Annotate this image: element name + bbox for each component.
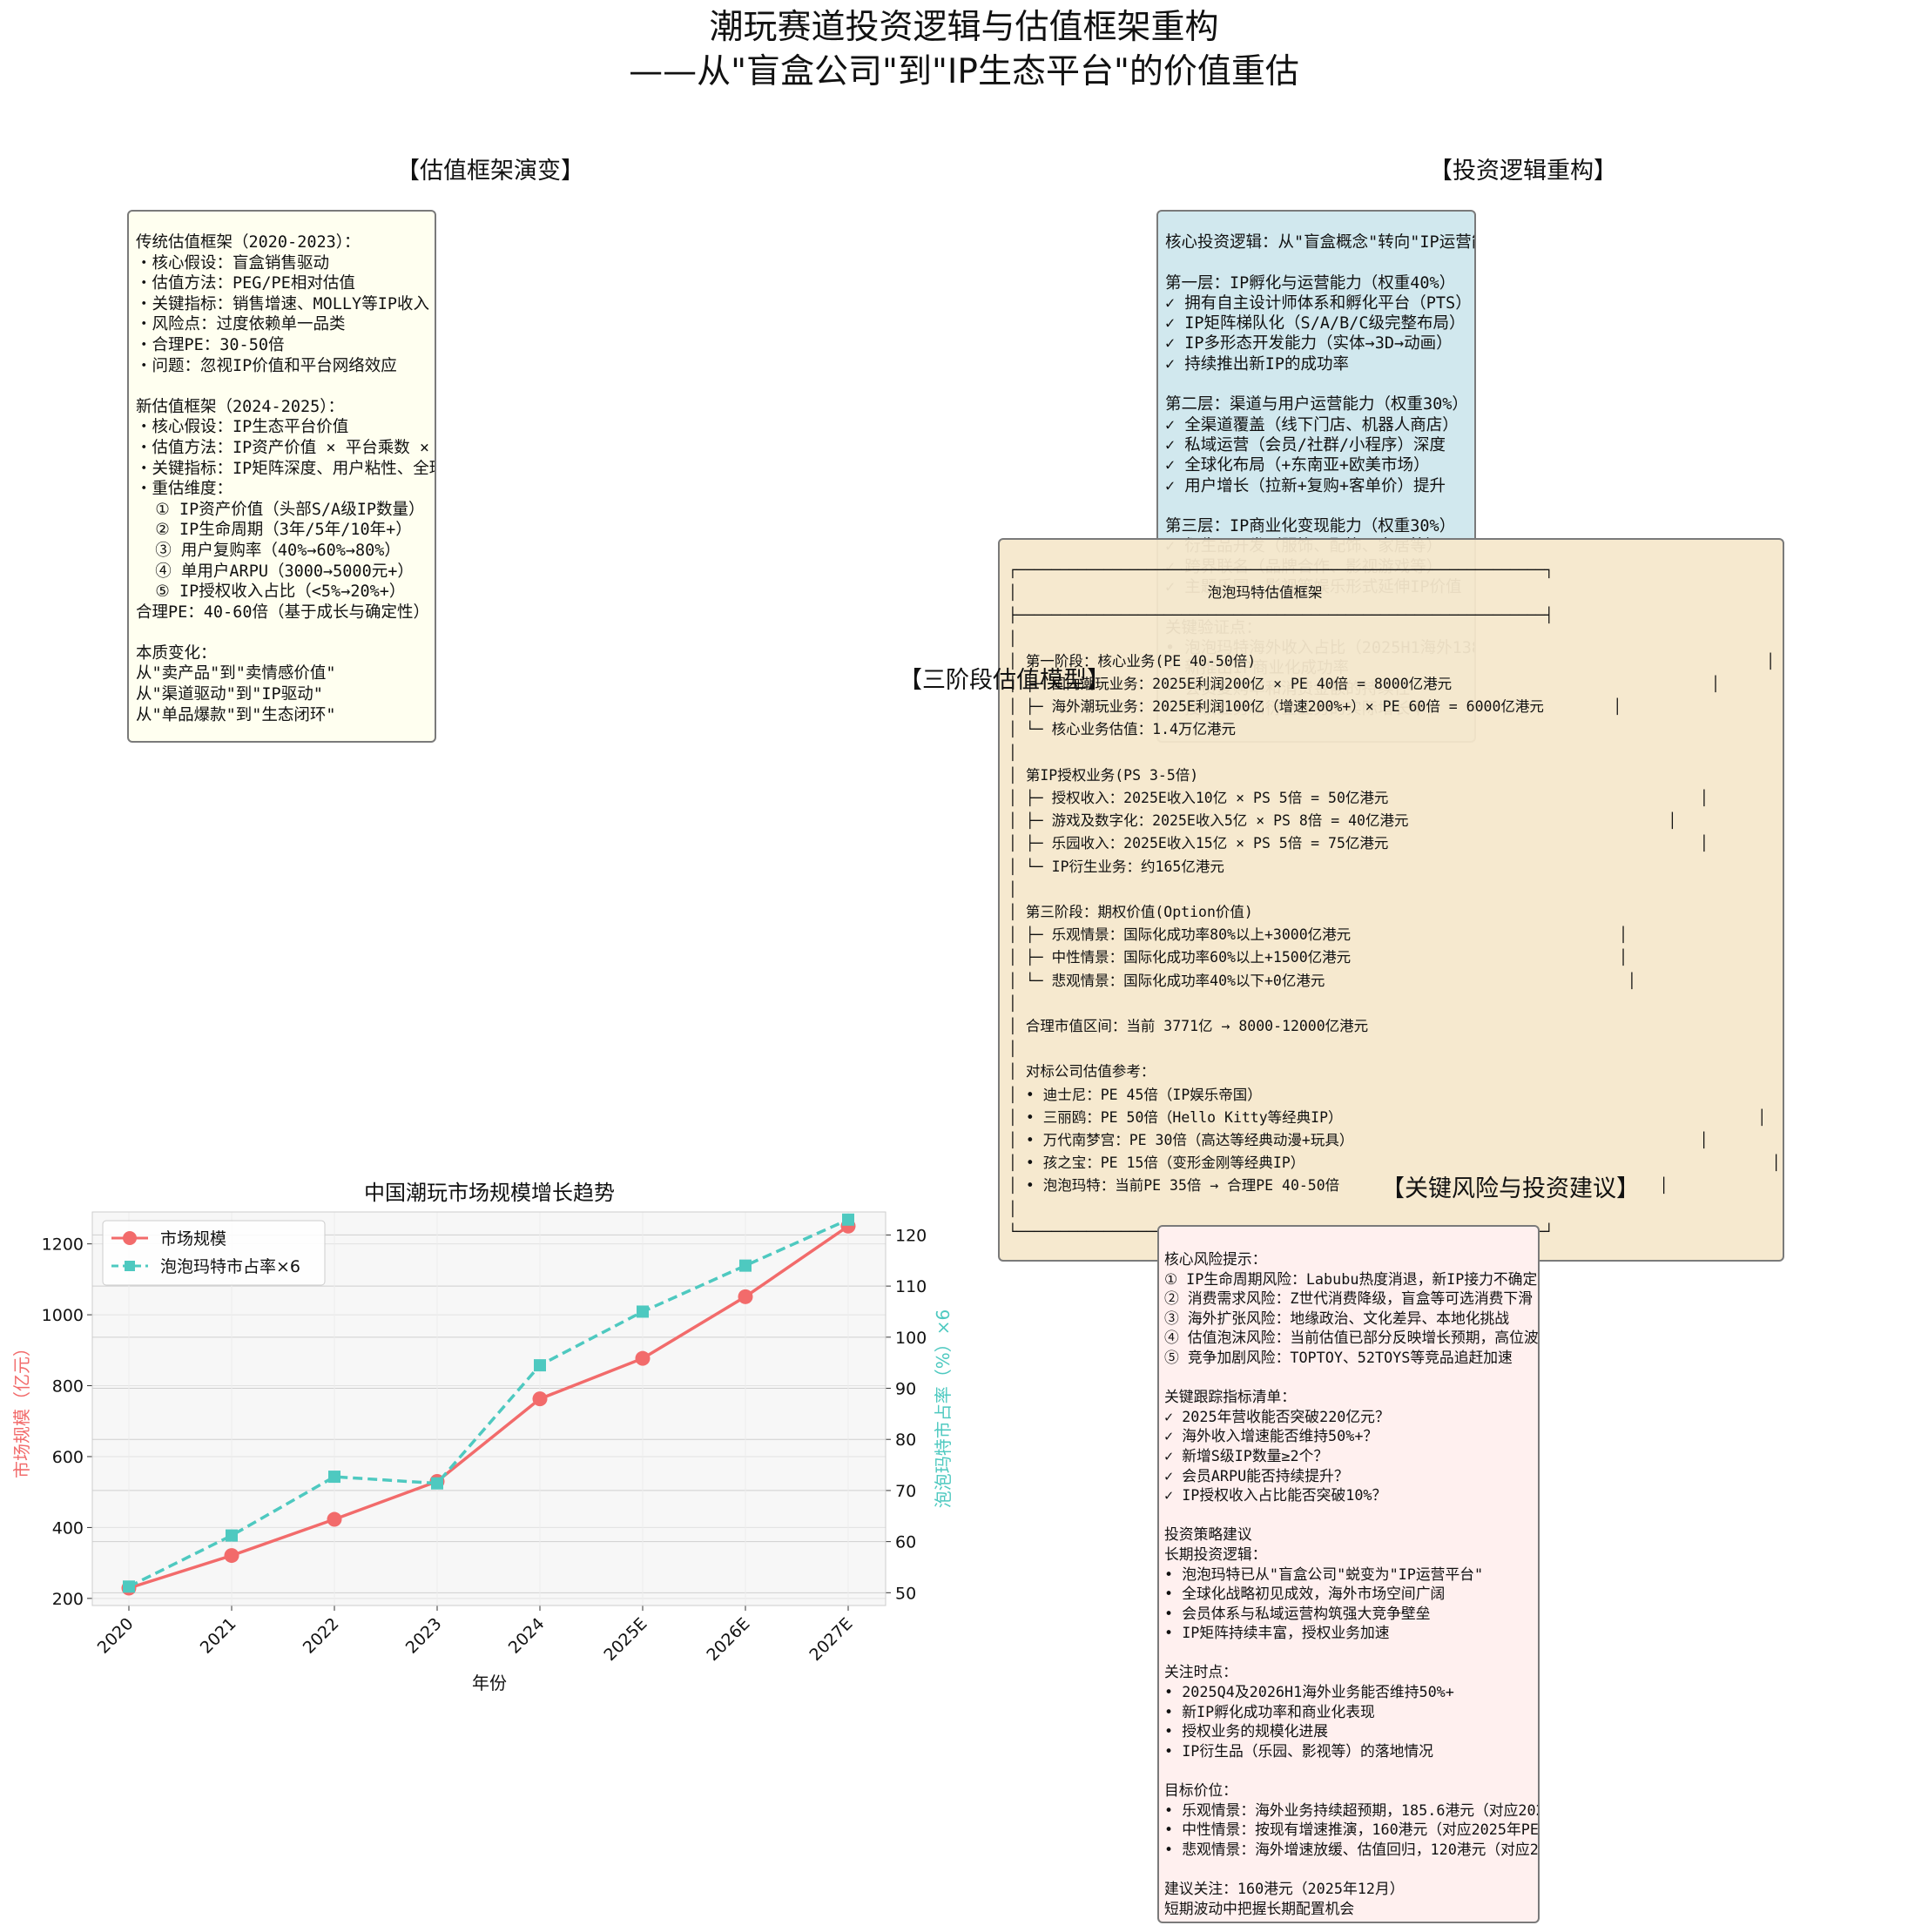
left-tick-label: 1200 (42, 1235, 84, 1255)
left-tick-label: 600 (52, 1448, 84, 1467)
right-tick-label: 80 (895, 1430, 916, 1450)
data-point-share (637, 1305, 649, 1318)
legend-label-market-size: 市场规模 (160, 1229, 226, 1249)
left-tick-label: 400 (52, 1518, 84, 1538)
x-tick-label: 2020 (94, 1614, 138, 1658)
left-tick-label: 1000 (42, 1306, 84, 1325)
right-y-axis-label: 泡泡玛特市占率（%）×6 (933, 1309, 954, 1509)
right-tick-label: 120 (895, 1226, 927, 1245)
left-tick-label: 200 (52, 1590, 84, 1609)
right-tick-label: 100 (895, 1329, 927, 1348)
legend: 市场规模 泡泡玛特市占率×6 (102, 1220, 326, 1286)
plot-frame (91, 1211, 886, 1606)
data-point-market-size (738, 1289, 753, 1304)
risk-text-box: 核心风险提示： ① IP生命周期风险：Labubu热度消退，新IP接力不确定 ②… (1157, 1225, 1540, 1923)
legend-box (102, 1220, 326, 1286)
x-tick-label: 2023 (402, 1614, 446, 1658)
legend-marker-share (125, 1261, 135, 1271)
x-tick-label: 2024 (505, 1614, 549, 1658)
data-point-share (123, 1580, 135, 1593)
right-tick-label: 110 (895, 1277, 927, 1296)
valuation-text: ┌───────────────────────────────────────… (1008, 562, 1781, 1240)
series-line-0 (128, 1224, 849, 1590)
evolution-text-box: 传统估值框架（2020-2023）： ・核心假设：盲盒销售驱动 ・估值方法：PE… (127, 210, 436, 743)
evolution-text: 传统估值框架（2020-2023）： ・核心假设：盲盒销售驱动 ・估值方法：PE… (136, 233, 435, 724)
right-tick-label: 60 (895, 1533, 916, 1552)
x-tick-label: 2021 (197, 1614, 240, 1658)
legend-label-share: 泡泡玛特市占率×6 (160, 1257, 300, 1276)
legend-marker-market-size (123, 1231, 137, 1245)
right-tick-label: 50 (895, 1584, 916, 1603)
evolution-panel-title: 【估值框架演变】 (396, 158, 584, 185)
data-point-share (328, 1471, 340, 1484)
valuation-panel-title: 【三阶段估值模型】 (899, 667, 1110, 694)
logic-panel-title: 【投资逻辑重构】 (1429, 158, 1617, 185)
valuation-text-box: ┌───────────────────────────────────────… (998, 538, 1784, 1262)
data-point-share (431, 1477, 443, 1490)
right-tick-label: 90 (895, 1380, 916, 1399)
data-point-market-size (224, 1548, 239, 1564)
left-y-axis: 200 400 600 800 1000 1200 (42, 1235, 92, 1609)
data-point-market-size (532, 1391, 548, 1407)
data-point-share (534, 1359, 546, 1372)
risk-panel-title: 【关键风险与投资建议】 (1381, 1175, 1640, 1202)
market-size-chart: 中国潮玩市场规模增长趋势 200 400 600 800 1000 1200 50 60 70… (11, 1181, 954, 1693)
grid-lines (92, 1212, 886, 1606)
x-tick-label: 2022 (300, 1614, 343, 1658)
data-point-market-size (327, 1511, 342, 1527)
data-point-share (842, 1213, 854, 1226)
left-tick-label: 800 (52, 1377, 84, 1397)
x-tick-label: 2025E (600, 1614, 651, 1665)
data-point-share (739, 1259, 752, 1272)
x-axis-label: 年份 (472, 1673, 507, 1693)
chart-title: 中国潮玩市场规模增长趋势 (364, 1181, 615, 1205)
data-point-market-size (635, 1350, 651, 1366)
series-line-1 (128, 1218, 849, 1588)
right-y-axis: 50 60 70 80 90 100 110 120 (886, 1226, 927, 1603)
figure-title: 潮玩赛道投资逻辑与估值框架重构 ——从"盲盒公司"到"IP生态平台"的价值重估 (629, 8, 1299, 91)
x-tick-label: 2026E (703, 1614, 753, 1665)
risk-text: 核心风险提示： ① IP生命周期风险：Labubu热度消退，新IP接力不确定 ②… (1164, 1250, 1539, 1917)
series-layer (121, 1213, 856, 1596)
x-axis: 2020 2021 2022 2023 2024 2025E 2026E 2027E (94, 1606, 857, 1665)
x-tick-label: 2027E (806, 1614, 856, 1665)
right-tick-label: 70 (895, 1482, 916, 1501)
left-y-axis-label: 市场规模（亿元） (11, 1339, 32, 1478)
data-point-share (226, 1529, 238, 1542)
